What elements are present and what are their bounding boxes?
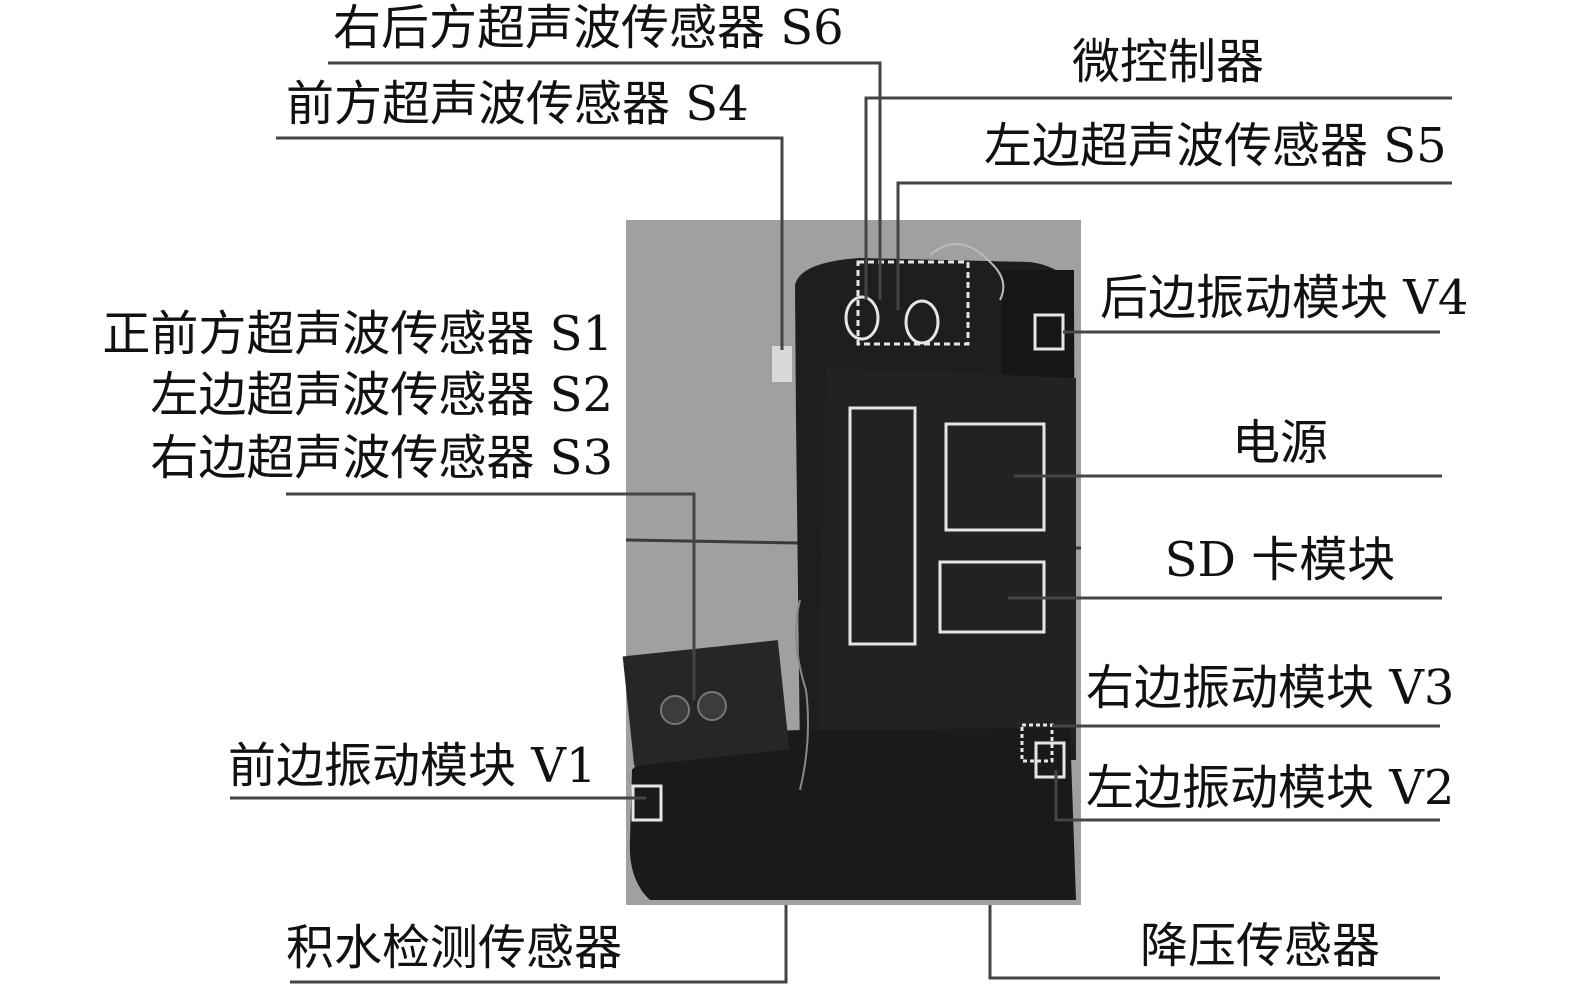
label-pressure: 降压传感器 xyxy=(1139,918,1380,974)
front-sensor-nub xyxy=(772,346,792,382)
v1-box xyxy=(631,784,663,822)
label-s1: 正前方超声波传感器 S1 xyxy=(102,306,613,362)
label-v3: 右边振动模块 V3 xyxy=(1086,660,1455,716)
s5-sensor-outline xyxy=(904,299,940,345)
wire xyxy=(795,599,809,791)
leader-lines xyxy=(230,61,1452,984)
toe-sensor-eye-left xyxy=(660,695,690,725)
s6-sensor-outline xyxy=(844,295,880,341)
label-mcu: 微控制器 xyxy=(1072,34,1265,90)
leader-s6 xyxy=(328,61,882,300)
v2-box xyxy=(1034,741,1066,779)
label-s5: 左边超声波传感器 S5 xyxy=(984,118,1447,174)
leader-pressure xyxy=(988,905,1440,980)
label-water: 积水检测传感器 xyxy=(286,920,623,976)
label-s2: 左边超声波传感器 S2 xyxy=(150,367,613,423)
label-s6: 右后方超声波传感器 S6 xyxy=(333,0,844,56)
label-s3: 右边超声波传感器 S3 xyxy=(150,430,613,486)
label-sd: SD 卡模块 xyxy=(1164,532,1396,588)
toe-sensor-eye-right xyxy=(697,691,727,721)
leader-s3 xyxy=(286,492,696,700)
label-s4: 前方超声波传感器 S4 xyxy=(286,76,749,132)
mcu-box xyxy=(856,260,970,346)
leader-s5 xyxy=(896,181,1452,310)
leader-mcu xyxy=(864,96,1452,300)
label-v2: 左边振动模块 V2 xyxy=(1086,760,1455,816)
electronics-panel xyxy=(818,368,1076,745)
wire xyxy=(929,243,1005,301)
leader-v2 xyxy=(1054,770,1440,822)
mcu-main-box xyxy=(848,406,917,646)
leader-water xyxy=(290,905,788,984)
label-v1: 前边振动模块 V1 xyxy=(228,738,597,794)
label-v4: 后边振动模块 V4 xyxy=(1100,270,1469,326)
boot-foot xyxy=(629,728,1076,900)
label-power: 电源 xyxy=(1231,415,1328,471)
leader-s4 xyxy=(276,136,784,350)
